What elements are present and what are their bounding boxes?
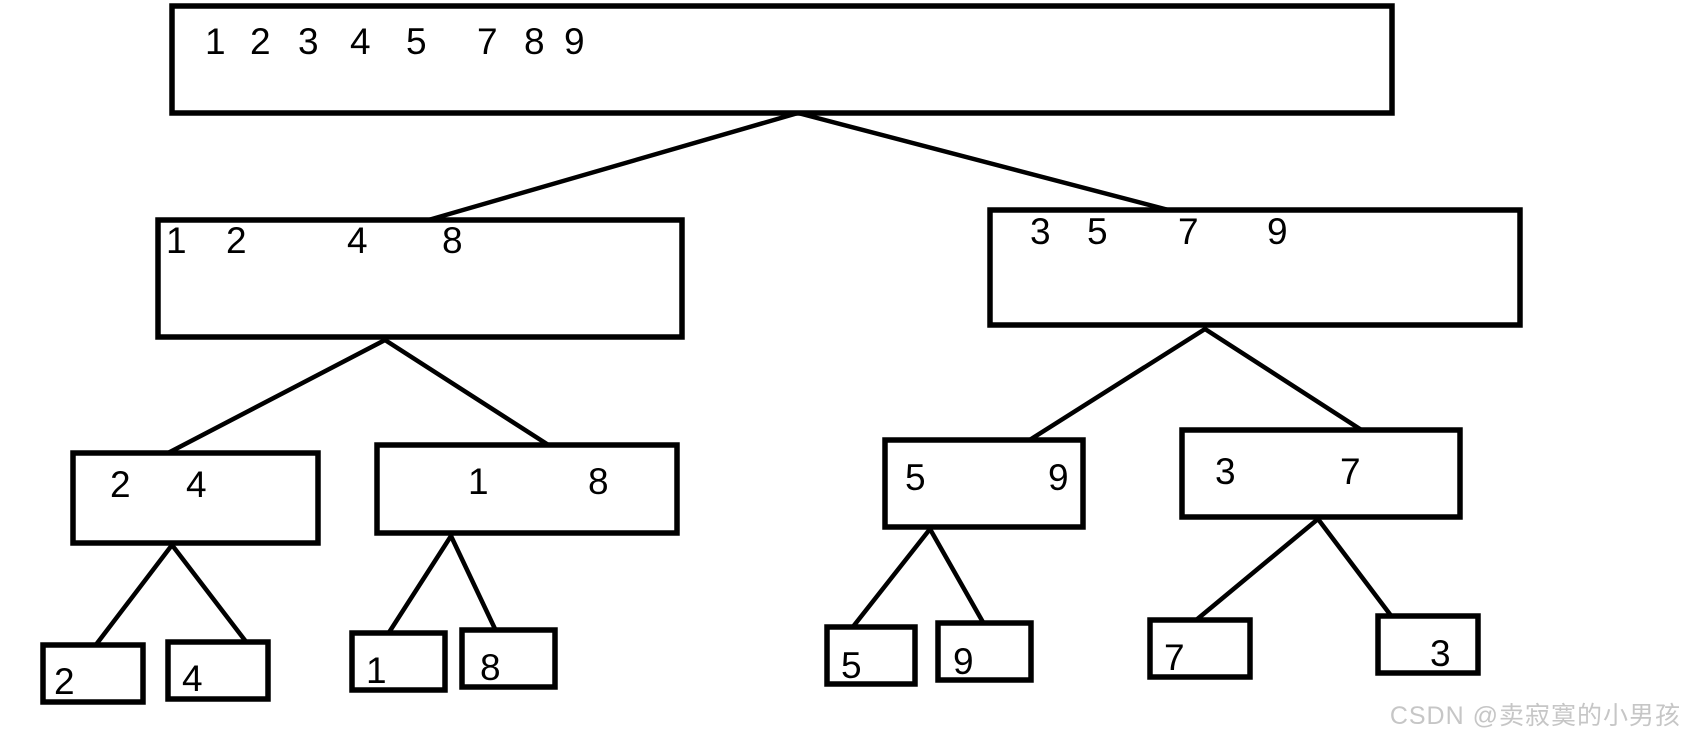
node-value-leaf-1-0: 1 [366,650,387,691]
node-value-pair-2-4-0: 2 [110,464,131,505]
node-value-leaf-2-0: 2 [54,661,75,702]
node-value-right-half-2: 7 [1178,211,1199,252]
tree-edge-3 [382,337,553,449]
tree-node-leaf-8 [459,627,558,690]
node-value-left-half-1: 2 [226,220,247,261]
node-value-left-half-0: 1 [166,220,187,261]
node-value-root-3: 4 [350,21,371,62]
node-value-right-half-3: 9 [1267,211,1288,252]
tree-node-left-half [155,217,685,340]
tree-node-pair-2-4 [70,450,321,546]
tree-edge-8 [385,533,454,637]
tree-edge-12 [1192,516,1321,624]
node-value-pair-3-7-0: 3 [1215,451,1236,492]
tree-edge-7 [169,542,250,646]
tree-edge-13 [1315,516,1395,620]
node-value-right-half-0: 3 [1030,211,1051,252]
tree-node-leaf-5 [824,624,918,687]
node-value-root-5: 7 [477,21,498,62]
csdn-watermark: CSDN @卖寂寞的小男孩 [1389,702,1681,730]
tree-node-right-half [987,207,1523,328]
tree-node-leaf-7 [1147,617,1253,680]
tree-node-pair-1-8 [374,442,680,536]
node-value-pair-5-9-0: 5 [905,457,926,498]
node-value-root-0: 1 [205,21,226,62]
node-value-left-half-2: 4 [347,220,368,261]
node-value-leaf-8-0: 8 [480,647,501,688]
tree-node-root [169,3,1395,116]
node-value-pair-3-7-1: 7 [1340,451,1361,492]
tree-node-pair-5-9 [882,437,1086,530]
tree-node-leaf-4 [165,639,271,702]
tree-edge-6 [92,542,175,649]
tree-edge-0 [422,110,801,224]
node-value-root-7: 9 [564,21,585,62]
tree-edge-5 [1202,326,1366,434]
node-value-root-6: 8 [524,21,545,62]
tree-node-leaf-1 [349,630,448,693]
tree-edge-11 [927,526,987,627]
node-value-pair-1-8-0: 1 [468,461,489,502]
tree-node-pair-3-7 [1179,427,1463,520]
node-value-leaf-3-0: 3 [1430,633,1451,674]
node-value-leaf-5-0: 5 [841,645,862,686]
node-value-pair-5-9-1: 9 [1048,457,1069,498]
tree-edge-10 [849,526,933,631]
tree-edge-9 [448,533,499,634]
node-value-root-4: 5 [406,21,427,62]
node-value-right-half-1: 5 [1087,211,1108,252]
node-value-root-1: 2 [250,21,271,62]
node-value-leaf-7-0: 7 [1164,637,1185,678]
tree-node-leaf-2 [40,642,146,705]
node-value-root-2: 3 [298,21,319,62]
tree-edge-2 [165,337,388,456]
tree-edge-4 [1025,326,1208,444]
node-value-pair-1-8-1: 8 [588,461,609,502]
tree-node-leaf-3 [1375,613,1481,676]
node-value-leaf-4-0: 4 [182,658,203,699]
node-value-pair-2-4-1: 4 [186,464,207,505]
node-value-left-half-3: 8 [442,220,463,261]
tree-edge-1 [795,110,1183,216]
node-value-leaf-9-0: 9 [953,641,974,682]
tree-node-leaf-9 [935,620,1034,683]
